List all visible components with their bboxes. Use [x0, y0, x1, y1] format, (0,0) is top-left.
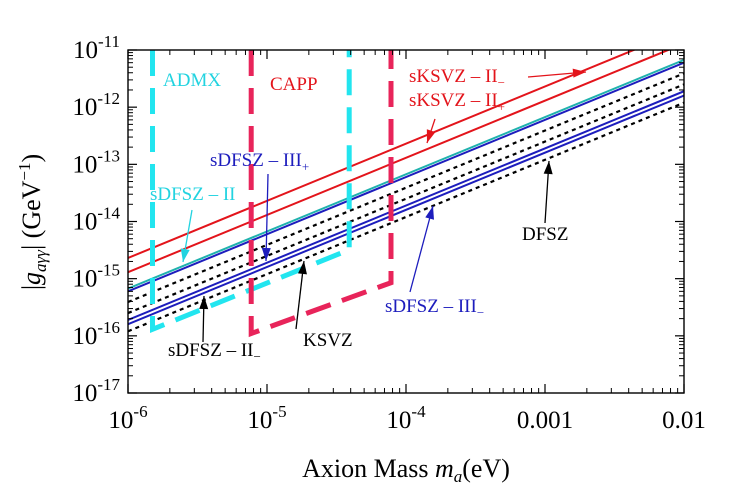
exclusion-region-capp — [248, 50, 394, 338]
annotation-sdfsz-ii-9: sDFSZ – II− — [168, 340, 261, 364]
annotation-sksvz-ii-2: sKSVZ – II− — [409, 66, 505, 90]
x-axis-label: Axion Mass ma(eV) — [302, 454, 510, 486]
annotation-capp-1: CAPP — [270, 74, 318, 95]
arrow-sdfsz-ii-head — [180, 248, 190, 262]
arrow-sdfsz-iii-plus-shaft — [265, 173, 269, 262]
y-tick-label: 10-17 — [72, 375, 120, 407]
annotation-sdfsz-iii-7: sDFSZ – III− — [385, 296, 484, 320]
arrow-dfsz-head — [543, 161, 553, 175]
series-line-sdfsz-ii-2 — [128, 59, 684, 290]
x-tick-label: 10-5 — [247, 402, 286, 434]
annotation-admx-0: ADMX — [163, 70, 221, 91]
series-line-sksvz-ii-0 — [128, 50, 637, 259]
y-tick-label: 10-15 — [72, 261, 120, 293]
series-line-sdfsz-iii-3 — [128, 61, 684, 293]
y-tick-label: 10-13 — [72, 146, 120, 178]
y-tick-label: 10-12 — [72, 89, 120, 121]
annotation-sdfsz-ii-5: sDFSZ – II — [150, 184, 236, 205]
arrow-ksvz-head — [298, 261, 307, 275]
arrow-sksvz-ii-minus-head — [572, 68, 586, 78]
arrow-sksvz-ii-plus-head — [426, 129, 436, 143]
annotation-sdfsz-iii-4: sDFSZ – III+ — [210, 150, 309, 174]
y-axis-label: |gaγγ| (GeV−1) — [15, 154, 50, 290]
y-tick-label: 10-14 — [72, 204, 120, 236]
arrow-sdfsz-ii-minus-head — [199, 296, 209, 310]
arrow-sdfsz-iii-minus-head — [425, 206, 434, 220]
annotation-dfsz-6: DFSZ — [522, 224, 568, 245]
x-tick-label: 0.01 — [662, 407, 706, 434]
series-line-sdfsz-iii-6 — [128, 90, 684, 321]
arrow-sdfsz-iii-plus-head — [261, 247, 271, 261]
y-tick-label: 10-11 — [73, 32, 120, 64]
series-line-sksvz-ii-1 — [128, 50, 671, 274]
series-line-sdfsz-iii-7 — [128, 94, 684, 326]
annotation-ksvz-8: KSVZ — [303, 330, 353, 351]
x-tick-label: 0.001 — [517, 407, 573, 434]
annotation-sksvz-ii-3: sKSVZ – II+ — [409, 90, 505, 114]
x-tick-label: 10-4 — [386, 402, 426, 434]
arrow-sdfsz-iii-minus-shaft — [409, 205, 434, 293]
y-tick-label: 10-16 — [72, 318, 120, 350]
x-tick-label: 10-6 — [108, 402, 147, 434]
